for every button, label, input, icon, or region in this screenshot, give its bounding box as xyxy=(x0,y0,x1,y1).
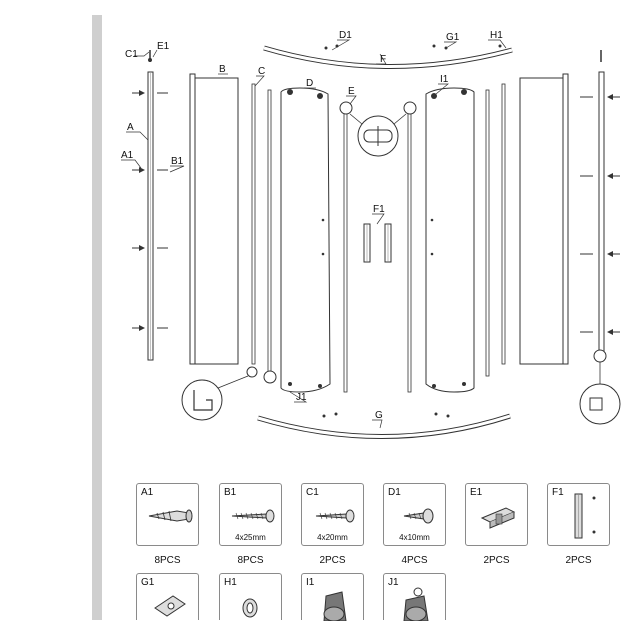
part-qty-D1: 4PCS xyxy=(401,555,428,566)
wall-screws-right xyxy=(580,94,620,335)
label-H1: H1 xyxy=(490,30,503,41)
label-A: A xyxy=(127,122,134,133)
label-G: G xyxy=(375,410,383,421)
label-E1: E1 xyxy=(157,41,170,52)
part-labels: C1 E1 A A1 B1 B C D D1 E F G1 H1 I1 F1 J… xyxy=(121,30,503,421)
clip-icon xyxy=(154,595,186,617)
label-C1: C1 xyxy=(125,49,138,60)
cap-icon xyxy=(242,598,258,618)
label-C: C xyxy=(258,66,265,77)
label-G1: G1 xyxy=(446,32,460,43)
label-F1: F1 xyxy=(373,204,385,215)
part-qty-F1: 2PCS xyxy=(565,555,592,566)
part-code: J1 xyxy=(388,577,399,588)
part-code: A1 xyxy=(141,487,154,498)
part-qty-B1: 8PCS xyxy=(237,555,264,566)
screw-icon xyxy=(315,509,355,523)
exploded-assembly-diagram: C1 E1 A A1 B1 B C D D1 E F G1 H1 I1 F1 J… xyxy=(121,30,621,439)
label-F: F xyxy=(380,54,386,65)
roller-icon xyxy=(403,587,429,621)
magnet-seal-detail xyxy=(339,101,417,157)
label-J1: J1 xyxy=(296,392,307,403)
label-D1: D1 xyxy=(339,30,352,41)
part-card-A1: A1 xyxy=(136,483,199,546)
part-code: H1 xyxy=(224,577,237,588)
part-code: C1 xyxy=(306,487,319,498)
part-card-C1: C1 4x20mm xyxy=(301,483,364,546)
part-qty-E1: 2PCS xyxy=(483,555,510,566)
part-card-F1: F1 xyxy=(547,483,610,546)
fixed-panel-left xyxy=(189,73,239,365)
vertical-profile-left xyxy=(251,83,272,377)
top-rail xyxy=(263,44,513,69)
part-code: G1 xyxy=(141,577,155,588)
part-qty-C1: 2PCS xyxy=(319,555,346,566)
part-code: E1 xyxy=(470,487,483,498)
screw-icon xyxy=(231,509,275,523)
part-code: D1 xyxy=(388,487,401,498)
top-screw-left xyxy=(148,50,152,62)
part-card-H1: H1 xyxy=(219,573,282,620)
bottom-seal-detail-right xyxy=(579,349,621,425)
part-size: 4x10mm xyxy=(399,533,430,542)
vertical-profile-right xyxy=(485,83,506,377)
label-A1: A1 xyxy=(121,150,134,161)
wall-profile-right xyxy=(598,50,605,361)
leader-lines xyxy=(121,39,507,429)
sliding-door-right xyxy=(425,87,475,393)
roller-icon xyxy=(323,591,347,621)
part-card-E1: E1 xyxy=(465,483,528,546)
page-margin-strip xyxy=(92,15,102,620)
bracket-icon xyxy=(480,507,516,529)
label-D: D xyxy=(306,78,313,89)
part-card-I1: I1 xyxy=(301,573,364,621)
part-card-D1: D1 4x10mm xyxy=(383,483,446,546)
handle-icon xyxy=(574,493,596,539)
wall-profile-left xyxy=(147,71,154,361)
bottom-rail xyxy=(257,412,511,439)
part-card-J1: J1 xyxy=(383,573,446,621)
label-E: E xyxy=(348,86,355,97)
part-size: 4x20mm xyxy=(317,533,348,542)
bottom-seal-detail-left xyxy=(181,366,277,421)
part-card-B1: B1 4x25mm xyxy=(219,483,282,546)
part-code: F1 xyxy=(552,487,564,498)
part-code: I1 xyxy=(306,577,315,588)
sliding-door-left xyxy=(280,87,331,393)
wall-plug-icon xyxy=(148,509,193,523)
screw-icon xyxy=(403,508,434,524)
part-qty-A1: 8PCS xyxy=(154,555,181,566)
wall-screws-left xyxy=(132,90,168,331)
fixed-panel-right xyxy=(519,73,569,365)
label-B1: B1 xyxy=(171,156,184,167)
door-handles xyxy=(363,223,392,263)
part-size: 4x25mm xyxy=(235,533,266,542)
label-I1: I1 xyxy=(440,74,449,85)
part-code: B1 xyxy=(224,487,237,498)
part-card-G1: G1 xyxy=(136,573,199,620)
label-B: B xyxy=(219,64,226,75)
